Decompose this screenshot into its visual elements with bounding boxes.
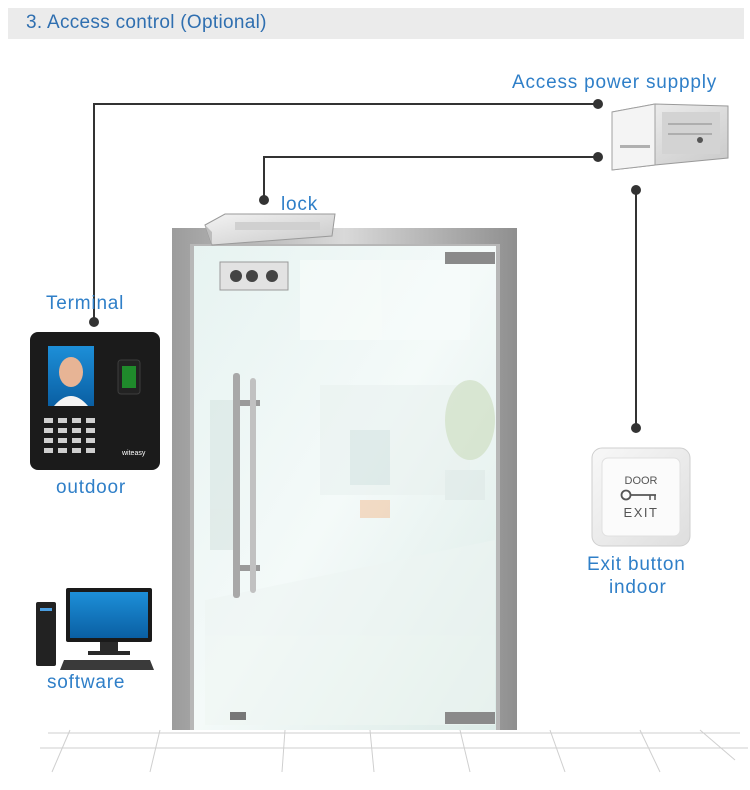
label-power-supply: Access power suppply bbox=[512, 72, 717, 94]
label-lock: lock bbox=[281, 194, 318, 216]
wire-endpoint bbox=[593, 152, 603, 162]
door-handle bbox=[233, 373, 240, 598]
exit-button-exit-text: EXIT bbox=[624, 505, 659, 520]
power-supply-box bbox=[612, 104, 728, 170]
wire-endpoint bbox=[259, 195, 269, 205]
attendance-terminal: witeasy bbox=[30, 332, 160, 470]
terminal-brand: witeasy bbox=[121, 450, 146, 457]
computer bbox=[36, 588, 154, 670]
label-indoor: indoor bbox=[609, 577, 667, 599]
label-software: software bbox=[47, 672, 125, 694]
glass-door bbox=[172, 228, 517, 730]
wire-endpoint bbox=[89, 317, 99, 327]
label-exit-button: Exit button bbox=[587, 554, 686, 576]
exit-button-device: DOOR EXIT bbox=[592, 448, 690, 546]
exit-button-door-text: DOOR bbox=[625, 475, 658, 487]
wire-endpoint bbox=[631, 423, 641, 433]
keyboard bbox=[60, 660, 154, 670]
floor-tiles bbox=[40, 730, 748, 772]
top-pivot bbox=[445, 252, 495, 264]
wire-endpoint bbox=[593, 99, 603, 109]
bottom-pivot bbox=[445, 712, 495, 724]
wire-endpoint bbox=[631, 185, 641, 195]
label-outdoor: outdoor bbox=[56, 477, 126, 499]
fingerprint-sensor bbox=[122, 366, 136, 388]
label-terminal: Terminal bbox=[46, 293, 124, 315]
